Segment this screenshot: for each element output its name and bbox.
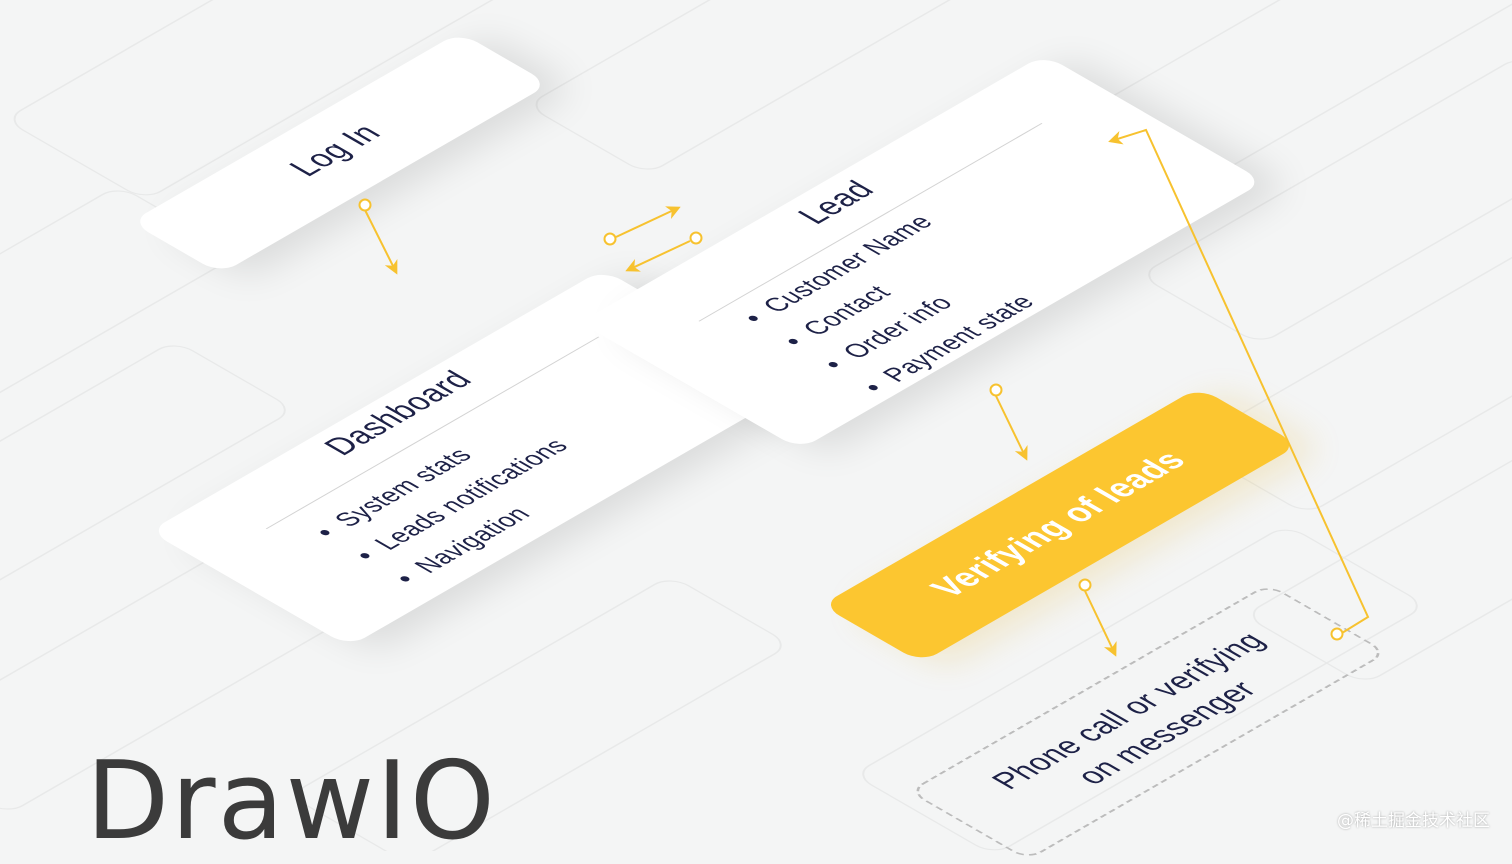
- watermark: @稀土掘金技术社区: [1337, 811, 1490, 831]
- brand-logo: DrawIO: [86, 739, 497, 864]
